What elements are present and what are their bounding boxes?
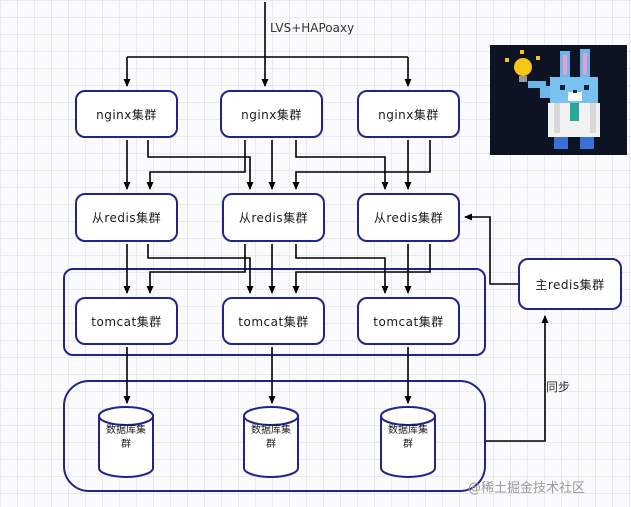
tomcat-cluster-box-1: tomcat集群 [75,297,178,345]
slave-redis-cluster-box-2: 从redis集群 [222,193,325,242]
juejin-mascot-icon [490,45,627,155]
database-tier-container [63,380,486,492]
database-cluster-label-3: 数据库集群 [388,425,428,450]
nginx-cluster-box-1: nginx集群 [75,90,178,138]
database-cylinders [98,406,436,478]
juejin-watermark: @稀土掘金技术社区 [468,481,586,496]
slave-redis-cluster-box-1: 从redis集群 [75,193,178,242]
slave-redis-cluster-box-3: 从redis集群 [357,193,460,242]
tomcat-cluster-label: tomcat集群 [373,314,444,329]
master-redis-cluster-label: 主redis集群 [535,277,605,292]
nginx-cluster-label: nginx集群 [96,107,157,122]
nginx-cluster-box-2: nginx集群 [220,90,323,138]
slave-redis-cluster-label: 从redis集群 [373,211,444,225]
tomcat-cluster-label: tomcat集群 [91,314,162,329]
slave-redis-cluster-label: 从redis集群 [238,211,309,225]
database-cluster-label-1: 数据库集群 [106,425,146,450]
nginx-cluster-label: nginx集群 [378,107,439,122]
tomcat-cluster-label: tomcat集群 [238,314,309,329]
slave-redis-cluster-label: 从redis集群 [91,211,162,225]
nginx-cluster-label: nginx集群 [241,107,302,122]
mascot-image [490,45,627,155]
tomcat-tier-container [63,268,486,356]
database-cluster-label-2: 数据库集群 [251,425,291,450]
arrows [123,2,549,442]
nginx-cluster-box-3: nginx集群 [357,90,460,138]
tomcat-cluster-box-2: tomcat集群 [222,297,325,345]
sync-label: 同步 [546,380,571,394]
tomcat-cluster-box-3: tomcat集群 [357,297,460,345]
master-redis-cluster-box: 主redis集群 [518,258,622,310]
lvs-haproxy-label: LVS+HAPoaxy [270,21,355,35]
